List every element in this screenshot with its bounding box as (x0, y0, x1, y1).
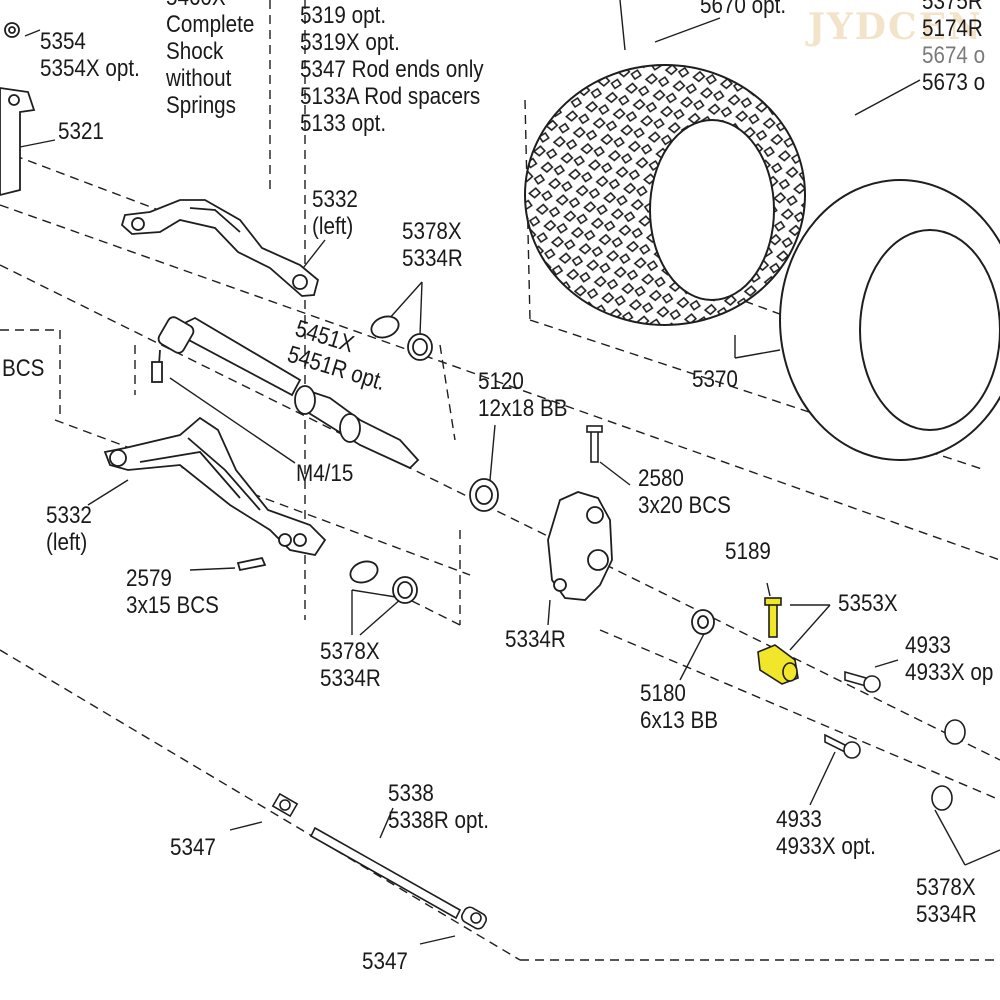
clip-bushing-upper (370, 315, 433, 361)
bearing-5180 (691, 609, 715, 635)
clip-bushing-lower (349, 560, 418, 604)
lower-suspension-arm (103, 416, 327, 572)
hex-hub-5353X (757, 597, 799, 685)
upper-suspension-arm (120, 199, 320, 297)
ball-end-4933-upper (844, 670, 881, 693)
pivot-bushing-right (931, 719, 966, 811)
callout-5670: 5670 opt. (700, 0, 787, 19)
callout-5332-lower: 5332(left) (46, 502, 92, 556)
watermark: JYDCEN (808, 6, 983, 48)
ball-end-4933-lower (824, 733, 861, 759)
callout-M4-15: M4/15 (296, 460, 354, 487)
callout-BCS: BCS (2, 355, 45, 382)
callout-5353X: 5353X (838, 590, 898, 617)
callout-5332-upper: 5332(left) (312, 186, 358, 240)
bearing-5120 (469, 478, 499, 512)
callout-5334R: 5334R (505, 626, 566, 653)
callout-5347-left: 5347 (170, 834, 216, 861)
callout-5347-bottom: 5347 (362, 948, 408, 975)
callout-5189: 5189 (725, 538, 771, 565)
turnbuckle-5338 (271, 792, 487, 930)
hub-carrier-5334R (547, 491, 613, 601)
callout-5321: 5321 (58, 118, 104, 145)
callout-5460X: 5460XCompleteShockwithoutSprings (166, 0, 255, 119)
callout-5370: 5370 (692, 366, 738, 393)
leader-lines (4, 0, 1000, 945)
driveshaft-5451 (151, 316, 420, 470)
shock-mount-5321 (0, 22, 36, 196)
tire-5370 (524, 64, 1000, 461)
screw-2580 (586, 425, 603, 463)
